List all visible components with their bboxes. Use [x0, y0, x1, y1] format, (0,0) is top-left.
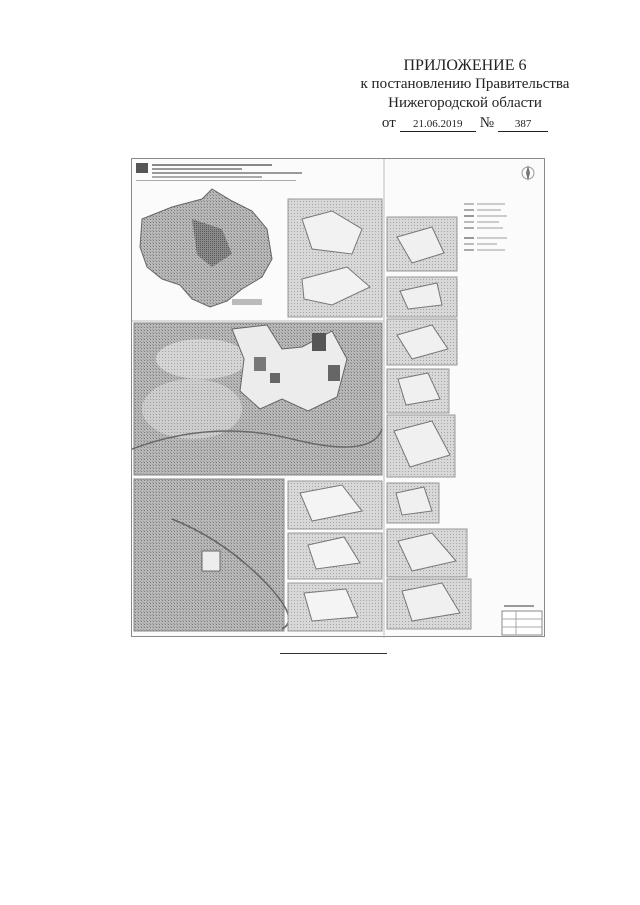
date-number-line: от 21.06.2019 № 387	[345, 114, 585, 133]
settlement-main-map	[132, 322, 383, 476]
bottom-rule	[280, 653, 387, 654]
document-header: ПРИЛОЖЕНИЕ 6 к постановлению Правительст…	[345, 56, 585, 133]
stamp-table	[501, 605, 543, 636]
number-value: 387	[498, 117, 549, 132]
map-sheet	[131, 158, 545, 638]
legend-block	[464, 203, 507, 251]
fragment-map-column	[287, 198, 472, 630]
map-sheet-drawing	[132, 159, 543, 638]
number-sign: №	[479, 115, 495, 131]
lower-left-map	[133, 478, 290, 632]
appendix-title: ПРИЛОЖЕНИЕ 6	[403, 57, 527, 74]
resolution-line: к постановлению Правительства	[360, 76, 570, 92]
lower-fragment-maps	[287, 480, 383, 632]
compass-icon	[521, 165, 535, 181]
date-prefix: от	[381, 115, 396, 131]
region-line: Нижегородской области	[388, 95, 542, 111]
sheet-title-block	[136, 163, 302, 181]
overview-region-map	[139, 188, 273, 308]
date-value: 21.06.2019	[399, 117, 476, 132]
